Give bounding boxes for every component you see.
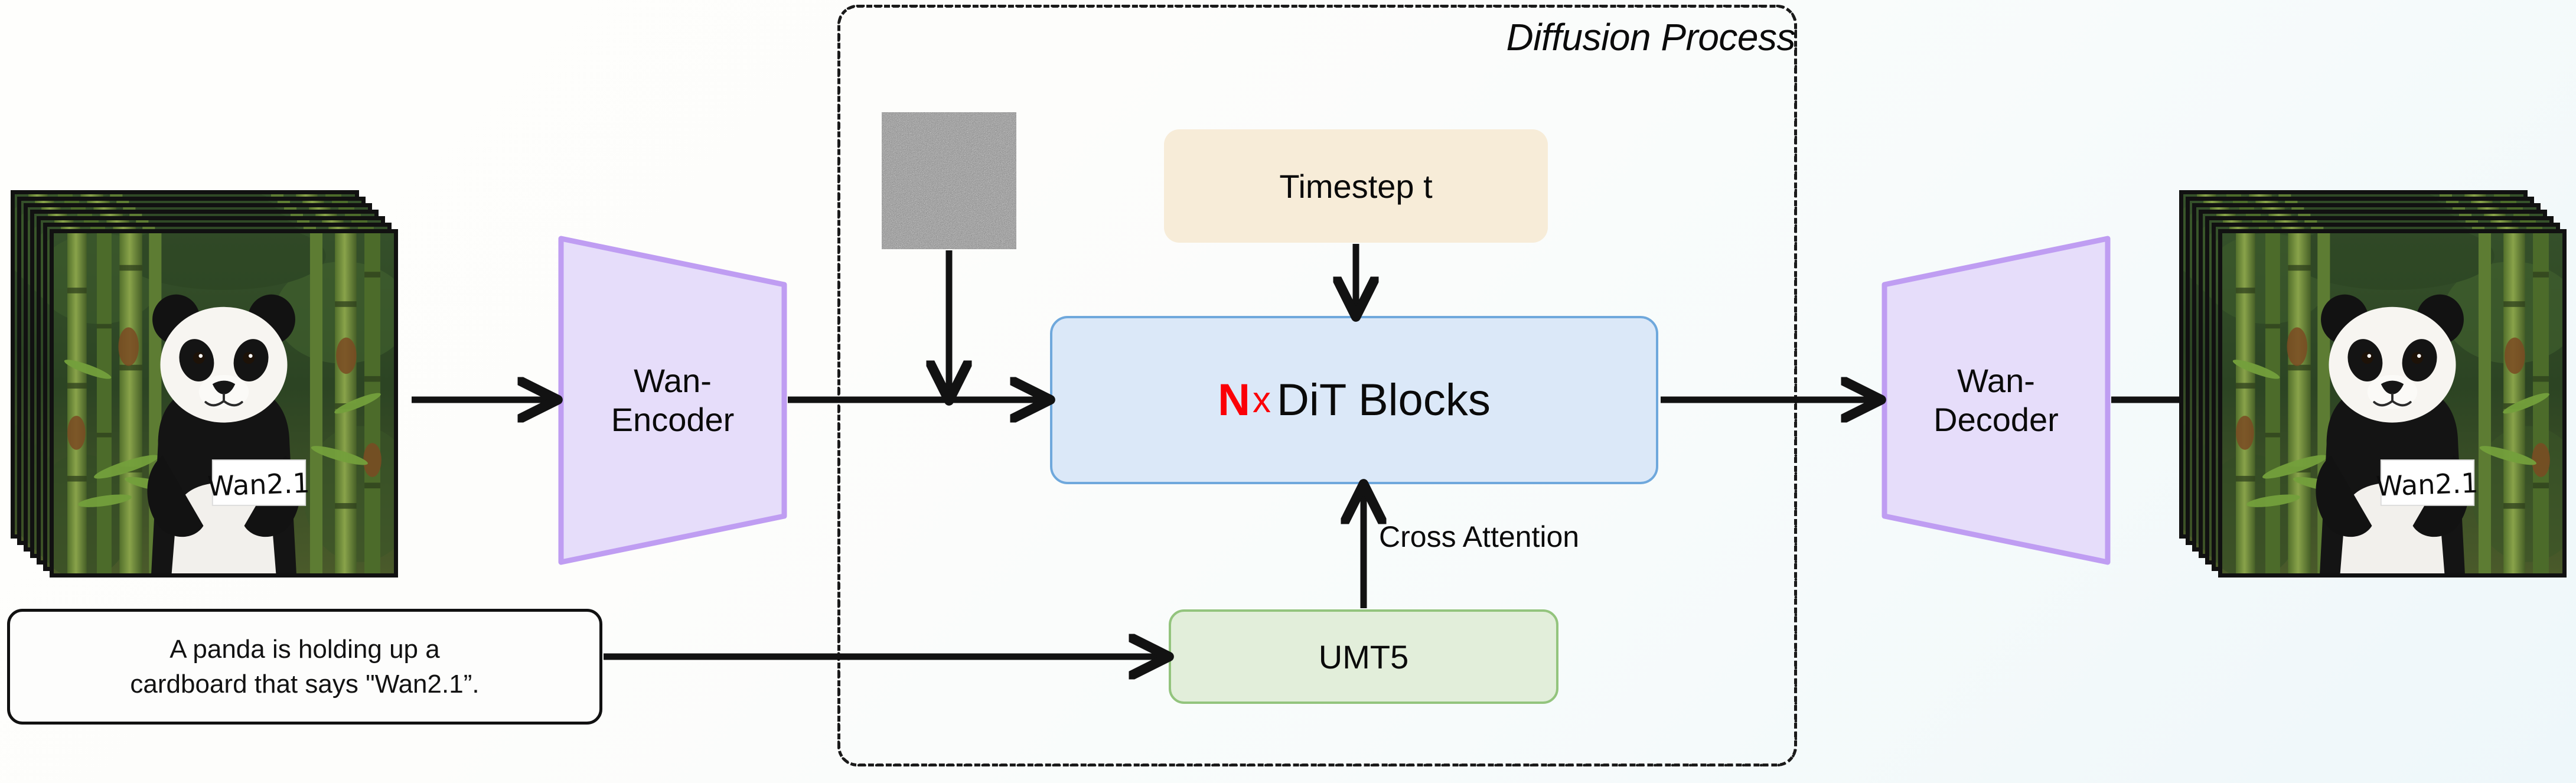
dit-blocks-block[interactable]: N x DiT Blocks [1050, 316, 1658, 484]
svg-text:Wan2.1: Wan2.1 [207, 467, 310, 503]
diffusion-process-container [837, 5, 1797, 766]
encoder-trapezoid-icon [558, 236, 787, 565]
noise-latent-patch [882, 112, 1016, 249]
noise-texture-icon [882, 112, 1016, 249]
umt5-label: UMT5 [1318, 638, 1409, 676]
text-prompt-label: A panda is holding up a cardboard that s… [130, 634, 480, 699]
panda-photo-icon: Wan2.1 [2222, 233, 2562, 573]
decoder-trapezoid-icon [1882, 236, 2111, 565]
text-prompt-box[interactable]: A panda is holding up a cardboard that s… [7, 609, 602, 725]
svg-text:Wan2.1: Wan2.1 [2375, 467, 2479, 503]
timestep-block[interactable]: Timestep t [1164, 129, 1548, 243]
diffusion-process-title: Diffusion Process [1506, 16, 1796, 58]
timestep-label: Timestep t [1279, 167, 1433, 205]
wan-encoder-block[interactable]: Wan- Encoder [557, 235, 788, 566]
video-frame-front: Wan2.1 [2218, 229, 2567, 578]
umt5-text-encoder-block[interactable]: UMT5 [1169, 609, 1558, 704]
dit-multiply-symbol: x [1253, 380, 1271, 420]
cross-attention-edge-label: Cross Attention [1379, 520, 1580, 553]
input-video-frames: Wan2.1 [11, 190, 400, 580]
video-frame-front: Wan2.1 [50, 229, 398, 578]
dit-repeat-count: N [1218, 375, 1251, 425]
panda-photo-icon: Wan2.1 [54, 233, 394, 573]
output-video-frames: Wan2.1 [2179, 190, 2569, 580]
wan-decoder-block[interactable]: Wan- Decoder [1881, 235, 2111, 566]
dit-blocks-label: DiT Blocks [1277, 375, 1491, 425]
